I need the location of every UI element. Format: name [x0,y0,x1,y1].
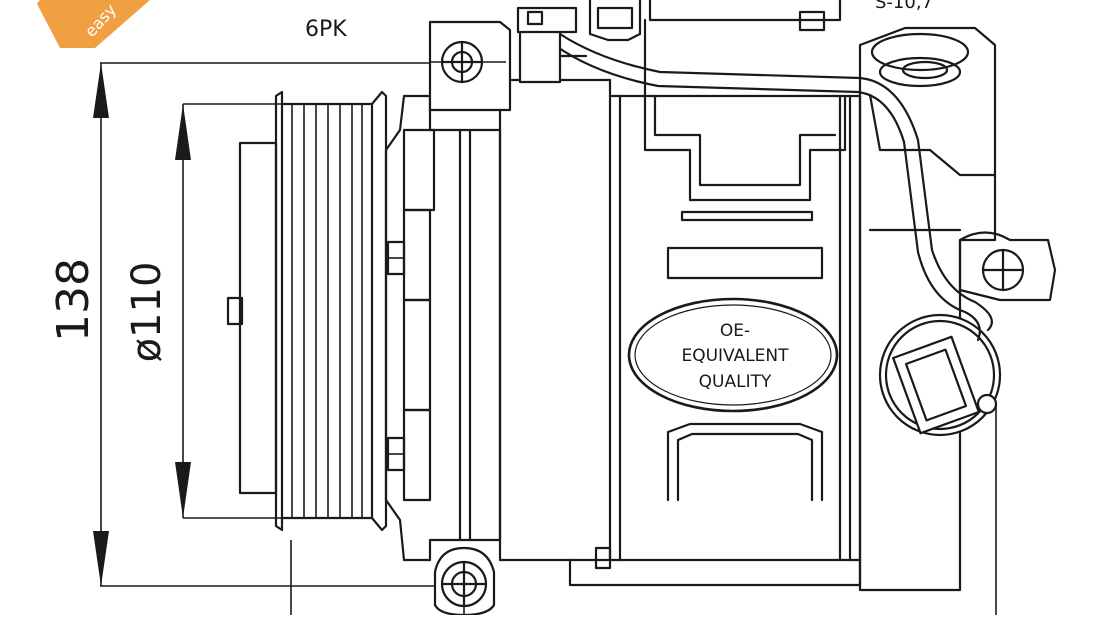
height-value: 138 [48,258,99,342]
quality-line-3: QUALITY [699,372,772,392]
mounting-ear-right [958,231,1057,302]
electrical-connector [878,313,1002,437]
clutch-plate [226,141,278,495]
pulley [274,90,388,615]
quality-line-1: OE- [720,321,750,341]
pulley-diameter-value: ø110 [124,262,170,363]
wiring-harness [554,32,993,342]
compressor-body [498,0,862,587]
belt-type-label: 6PK [305,17,347,42]
bottom-mount [433,546,496,617]
top-bracket [428,0,642,112]
rear-housing [858,26,997,592]
front-housing [384,94,502,562]
pulley-diameter-dimension: ø110 [124,103,284,519]
brand-logo: easy [0,0,150,48]
quality-line-2: EQUIVALENT [681,346,789,366]
corner-partial-label: S-10,7 [875,0,933,13]
height-dimension: 138 [48,62,445,587]
oe-equivalent-badge: OE- EQUIVALENT QUALITY [627,297,839,413]
